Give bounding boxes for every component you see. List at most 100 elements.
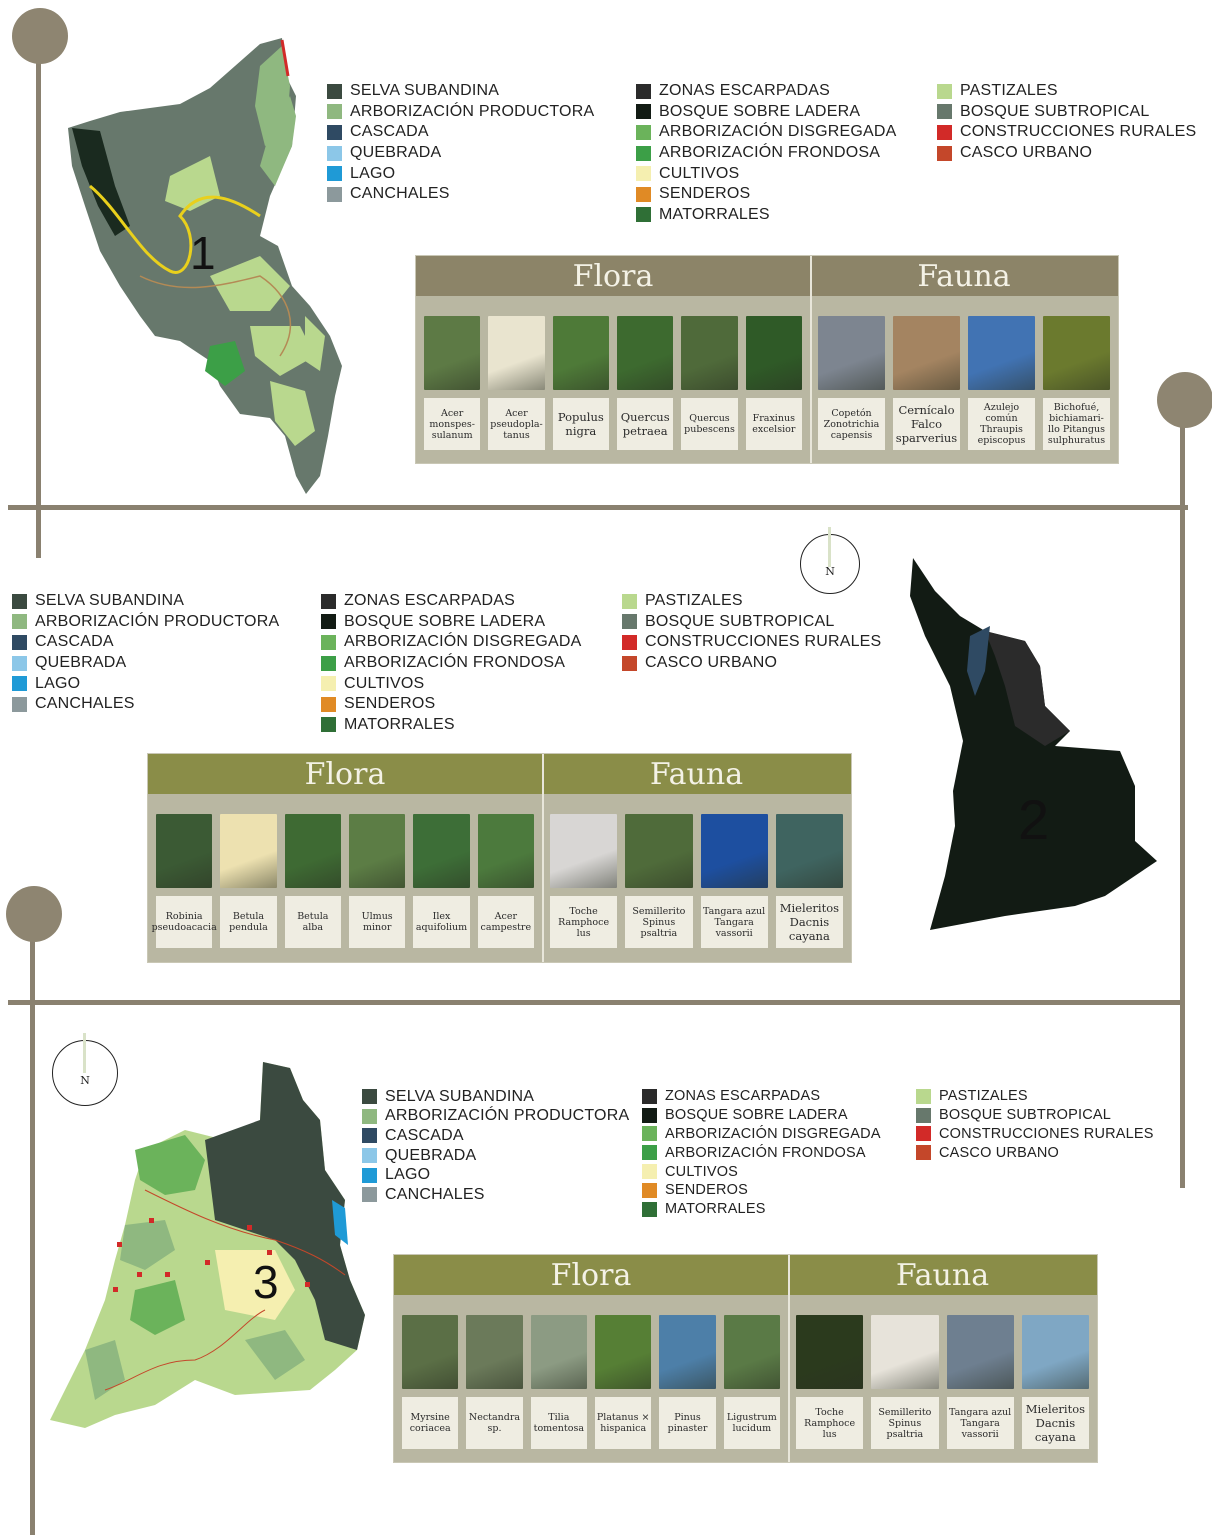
legend-swatch	[642, 1145, 657, 1161]
legend-swatch	[937, 124, 952, 140]
legend-item: SELVA SUBANDINA	[362, 1087, 629, 1107]
legend-swatch	[636, 124, 651, 140]
flora-label: Robinia pseudoacacia	[152, 896, 217, 948]
legend-label: CONSTRUCCIONES RURALES	[960, 123, 1197, 141]
legend-label: SENDEROS	[659, 185, 751, 203]
legend-swatch	[362, 1089, 377, 1105]
fauna-photo	[700, 814, 768, 888]
fauna-photo	[893, 316, 960, 390]
legend-swatch	[622, 614, 637, 630]
panel-divider	[810, 256, 812, 463]
flora-photo	[220, 814, 277, 888]
legend-label: SENDEROS	[344, 695, 436, 713]
compass-zone-3: N	[52, 1033, 118, 1106]
legend-label: LAGO	[35, 674, 81, 692]
flora-photo	[477, 814, 534, 888]
legend-item: LAGO	[12, 673, 279, 694]
legend-swatch	[362, 1128, 377, 1144]
legend-label: CONSTRUCCIONES RURALES	[939, 1125, 1154, 1142]
legend-swatch	[12, 634, 27, 650]
zone-2-map	[910, 558, 1157, 930]
legend-label: BOSQUE SUBTROPICAL	[960, 102, 1150, 120]
legend-label: SELVA SUBANDINA	[35, 592, 185, 610]
legend-item: PASTIZALES	[622, 591, 881, 612]
flora-label: Betula pendula	[220, 896, 277, 948]
legend-swatch	[916, 1126, 931, 1142]
legend-swatch	[12, 614, 27, 630]
legend-label: ARBORIZACIÓN FRONDOSA	[344, 654, 566, 672]
legend-label: PASTIZALES	[645, 592, 743, 610]
legend-item: SELVA SUBANDINA	[327, 81, 594, 102]
legend-swatch	[362, 1148, 377, 1164]
legend-item: ARBORIZACIÓN PRODUCTORA	[327, 102, 594, 123]
legend-label: BOSQUE SOBRE LADERA	[344, 612, 546, 630]
legend-swatch	[362, 1167, 377, 1183]
legend-item: LAGO	[362, 1165, 629, 1185]
legend-item: CULTIVOS	[321, 673, 582, 694]
legend-swatch	[362, 1187, 377, 1203]
legend-label: ARBORIZACIÓN PRODUCTORA	[350, 102, 595, 120]
flora-label: Ilex aquifolium	[413, 896, 470, 948]
legend-item: CULTIVOS	[636, 163, 897, 184]
fauna-photo	[871, 1315, 939, 1389]
legend-item: PASTIZALES	[916, 1087, 1154, 1106]
timeline-dot-2	[1157, 372, 1212, 428]
legend-label: SELVA SUBANDINA	[385, 1087, 535, 1105]
flora-label: Populus nigra	[552, 398, 609, 450]
legend-swatch	[636, 83, 651, 99]
legend-label: MATORRALES	[665, 1201, 766, 1218]
flora-label: Tilia tomentosa	[530, 1397, 587, 1449]
legend-item: BOSQUE SUBTROPICAL	[622, 612, 881, 633]
timeline-vertical-1	[36, 36, 41, 558]
legend-label: ZONAS ESCARPADAS	[659, 82, 830, 100]
flora-label: Ulmus minor	[349, 896, 406, 948]
legend-item: MATORRALES	[321, 715, 582, 736]
legend-swatch	[12, 593, 27, 609]
flora-heading: Flora	[550, 1258, 632, 1293]
flora-label: Acer campestre	[477, 896, 534, 948]
legend-item: ARBORIZACIÓN DISGREGADA	[321, 632, 582, 653]
legend-item: CASCADA	[12, 632, 279, 653]
flora-label: Pinus pinaster	[659, 1397, 716, 1449]
legend-label: CANCHALES	[35, 695, 135, 713]
legend-label: SELVA SUBANDINA	[350, 82, 500, 100]
legend-label: ARBORIZACIÓN PRODUCTORA	[385, 1107, 630, 1125]
legend-swatch	[327, 83, 342, 99]
legend-label: LAGO	[350, 164, 396, 182]
legend-item: BOSQUE SOBRE LADERA	[321, 612, 582, 633]
legend-item: CANCHALES	[12, 694, 279, 715]
legend-swatch	[12, 655, 27, 671]
flora-photo	[488, 316, 545, 390]
legend-swatch	[327, 145, 342, 161]
fauna-label: Mieleritos Dacnis cayana	[775, 896, 843, 948]
legend-swatch	[636, 104, 651, 120]
legend-swatch	[362, 1108, 377, 1124]
legend-item: MATORRALES	[636, 205, 897, 226]
flora-photo	[552, 316, 609, 390]
zone-3-map	[50, 1062, 365, 1428]
fauna-heading: Fauna	[895, 1258, 990, 1293]
legend-label: ARBORIZACIÓN FRONDOSA	[665, 1144, 866, 1161]
fauna-label: Azulejo común Thraupis episcopus	[968, 398, 1035, 450]
legend-label: PASTIZALES	[960, 82, 1058, 100]
legend-swatch	[622, 593, 637, 609]
legend-item: CULTIVOS	[642, 1162, 881, 1181]
legend-item: LAGO	[327, 163, 594, 184]
legend-label: ARBORIZACIÓN DISGREGADA	[344, 633, 582, 651]
zone-1-legend-col3: PASTIZALES BOSQUE SUBTROPICAL CONSTRUCCION…	[937, 81, 1196, 163]
legend-swatch	[937, 104, 952, 120]
timeline-horizontal-2	[8, 1000, 1185, 1005]
legend-swatch	[321, 696, 336, 712]
legend-label: CULTIVOS	[659, 164, 740, 182]
panel-header-bar	[394, 1255, 1097, 1295]
legend-item: SELVA SUBANDINA	[12, 591, 279, 612]
legend-swatch	[622, 655, 637, 671]
legend-swatch	[327, 166, 342, 182]
timeline-dot-3	[6, 886, 62, 942]
legend-label: CULTIVOS	[344, 674, 425, 692]
flora-label: Nectandra sp.	[466, 1397, 523, 1449]
